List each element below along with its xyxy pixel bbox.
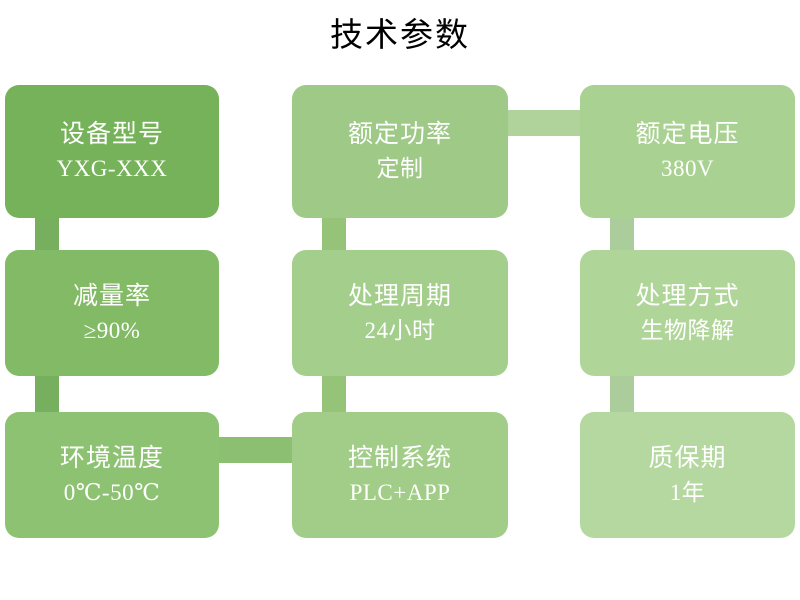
spec-card-value: 生物降解	[640, 317, 735, 343]
spec-card-value: 1年	[669, 479, 706, 505]
spec-card-title: 处理方式	[635, 282, 740, 310]
spec-card-value: 380V	[660, 156, 715, 181]
spec-card-model[interactable]: 设备型号 YXG-XXX	[5, 85, 219, 218]
spec-card-title: 控制系统	[347, 444, 452, 472]
spec-card-title: 减量率	[72, 282, 151, 310]
spec-card-title: 处理周期	[347, 282, 452, 310]
spec-card-title: 额定功率	[347, 121, 452, 148]
page-title: 技术参数	[330, 18, 470, 54]
spec-card-value: 0℃-50℃	[63, 479, 161, 505]
spec-card-rated-power[interactable]: 额定功率定制	[292, 85, 508, 218]
connector-h-r3-col1col2	[208, 437, 304, 463]
connector-h-r1-col2col3	[497, 110, 593, 136]
spec-card-value: 24小时	[364, 317, 436, 343]
spec-card-rated-voltage[interactable]: 额定电压 380V	[580, 85, 795, 218]
spec-card-title: 设备型号	[59, 121, 164, 148]
spec-card-warranty[interactable]: 质保期 1年	[580, 412, 795, 538]
spec-card-value: PLC+APP	[349, 479, 451, 505]
spec-card-title: 质保期	[648, 444, 727, 472]
spec-card-title: 额定电压	[635, 121, 740, 148]
spec-card-treatment-method[interactable]: 处理方式生物降解	[580, 250, 795, 376]
spec-card-treatment-cycle[interactable]: 处理周期 24小时	[292, 250, 508, 376]
spec-card-value: ≥90%	[83, 317, 141, 343]
spec-card-ambient-temperature[interactable]: 环境温度 0℃-50℃	[5, 412, 219, 538]
spec-card-control-system[interactable]: 控制系统 PLC+APP	[292, 412, 508, 538]
spec-card-value: 定制	[376, 156, 424, 181]
spec-card-value: YXG-XXX	[56, 156, 168, 181]
spec-card-reduction-rate[interactable]: 减量率 ≥90%	[5, 250, 219, 376]
spec-card-title: 环境温度	[59, 444, 164, 472]
